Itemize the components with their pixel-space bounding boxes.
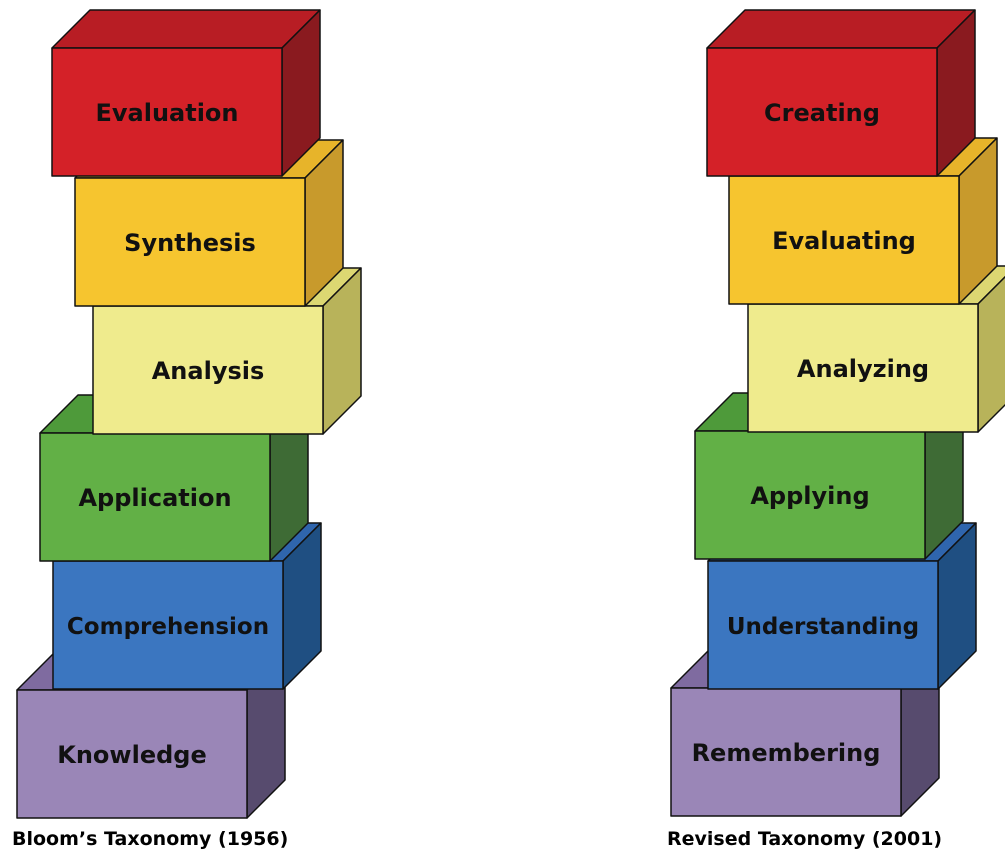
box-front-face bbox=[670, 687, 902, 817]
level-label: Comprehension bbox=[67, 614, 269, 640]
box-front-face bbox=[74, 177, 306, 307]
level-box-creating: Creating bbox=[706, 9, 976, 177]
box-front-face bbox=[51, 47, 283, 177]
right-tower-caption: Revised Taxonomy (2001) bbox=[667, 828, 943, 850]
box-front-face bbox=[728, 175, 960, 305]
box-front-face bbox=[92, 305, 324, 435]
level-label: Evaluation bbox=[95, 99, 238, 127]
box-front-face bbox=[694, 430, 926, 560]
box-front-face bbox=[706, 47, 938, 177]
level-label: Evaluating bbox=[772, 227, 916, 255]
left-tower: Knowledge Comprehension Application Analysi… bbox=[16, 9, 362, 819]
level-label: Analysis bbox=[152, 357, 265, 385]
level-label: Applying bbox=[750, 482, 869, 510]
level-label: Remembering bbox=[692, 739, 881, 767]
level-label: Application bbox=[78, 484, 231, 512]
box-top-face bbox=[706, 9, 976, 49]
box-front-face bbox=[707, 560, 939, 690]
level-label: Knowledge bbox=[57, 741, 206, 769]
level-label: Synthesis bbox=[124, 229, 256, 257]
box-top-face bbox=[51, 9, 321, 49]
level-label: Creating bbox=[764, 99, 880, 127]
right-tower: Remembering Understanding Applying Analyzin… bbox=[670, 9, 1005, 817]
box-front-face bbox=[16, 689, 248, 819]
level-label: Understanding bbox=[727, 614, 919, 640]
level-box-evaluation: Evaluation bbox=[51, 9, 321, 177]
level-label: Analyzing bbox=[797, 355, 929, 383]
box-front-face bbox=[747, 303, 979, 433]
box-front-face bbox=[39, 432, 271, 562]
left-tower-caption: Bloom’s Taxonomy (1956) bbox=[12, 828, 289, 850]
